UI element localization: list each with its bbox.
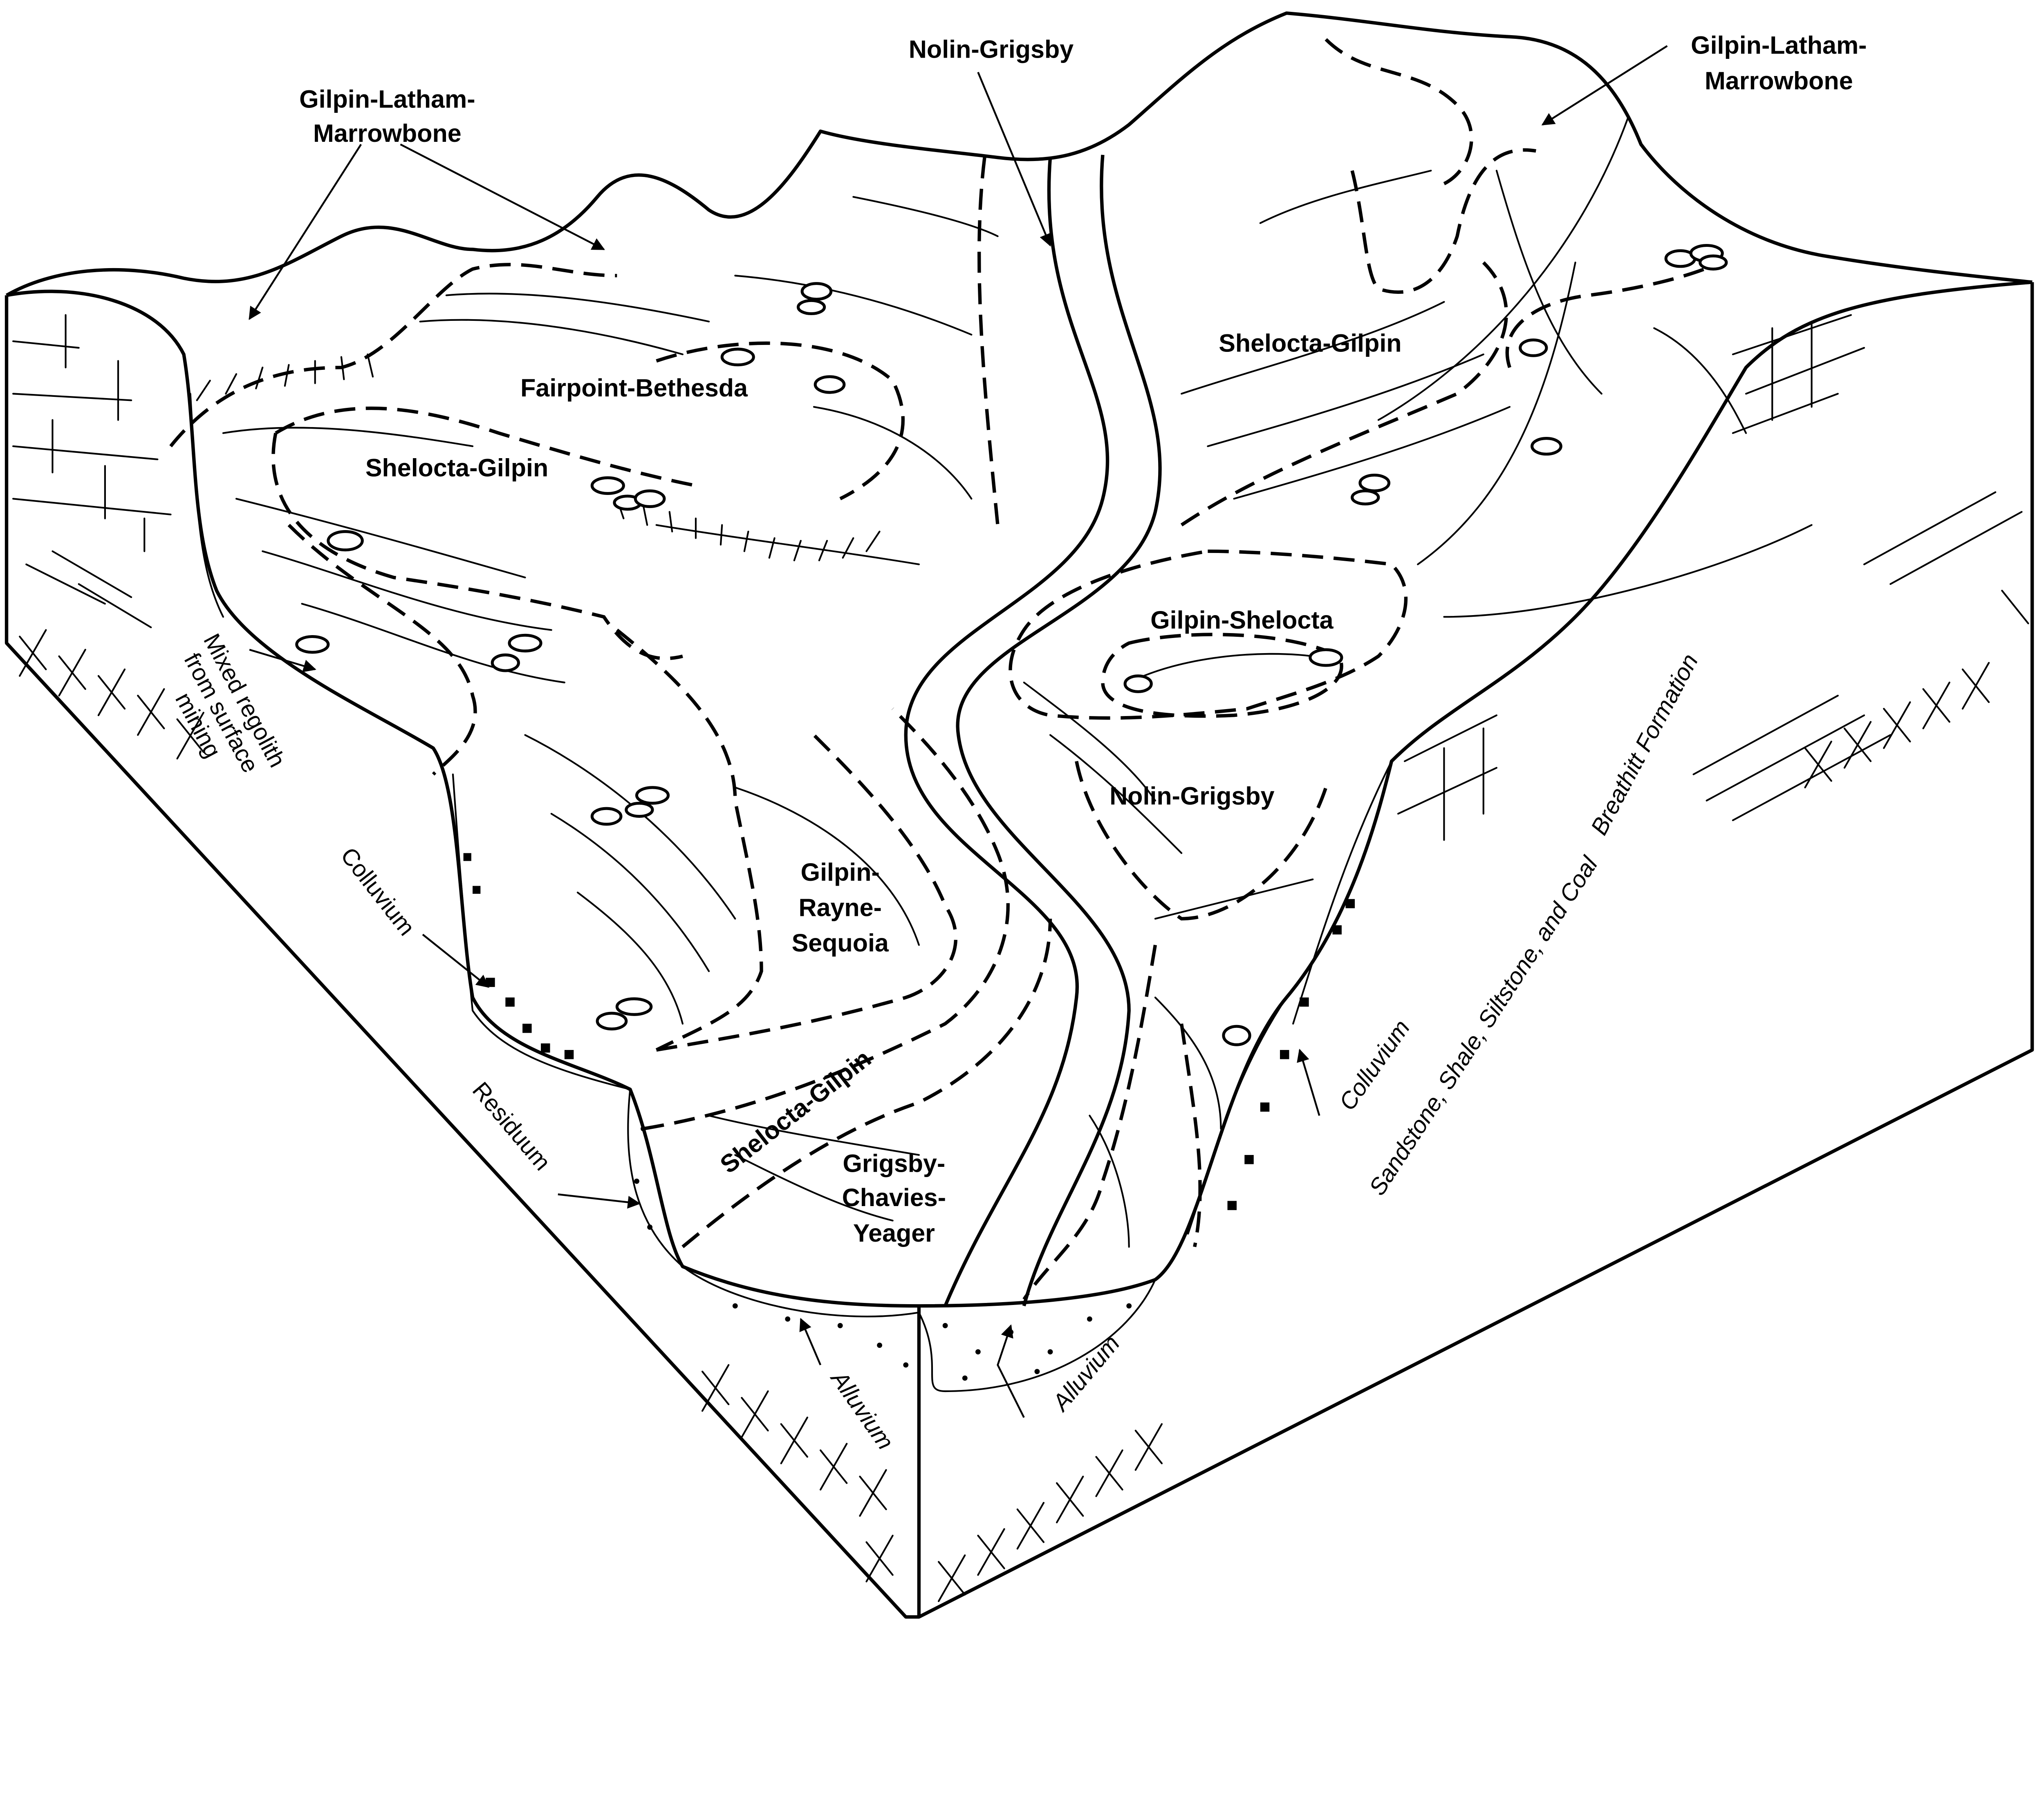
label-gilpin-latham-left-2: Marrowbone [313, 119, 462, 147]
label-grigsby-chavies-yeager-1: Grigsby- [843, 1150, 945, 1177]
label-gilpin-latham-right-2: Marrowbone [1705, 67, 1853, 94]
right-face-strata [937, 314, 2029, 1602]
soil-block-diagram: Gilpin-Latham- Marrowbone Nolin-Grigsby … [4, 11, 2034, 1619]
label-grigsby-chavies-yeager-2: Chavies- [842, 1184, 946, 1211]
label-alluvium-right: Alluvium [1047, 1330, 1125, 1417]
label-alluvium-left: Alluvium [825, 1365, 899, 1455]
block-outline [4, 11, 2034, 1619]
label-gilpin-rayne-sequoia-1: Gilpin- [801, 858, 880, 886]
left-face-strata [12, 314, 894, 1582]
label-shelocta-gilpin-right: Shelocta-Gilpin [1219, 329, 1401, 357]
label-residuum: Residuum [467, 1077, 556, 1175]
label-breathitt-formation: Breathitt Formation [1586, 650, 1703, 839]
rock-outcrops [295, 244, 1728, 1046]
leader-lines [249, 45, 1668, 1418]
soil-boundaries [169, 38, 1721, 1300]
label-colluvium-right: Colluvium [1334, 1015, 1415, 1115]
label-gilpin-latham-right-1: Gilpin-Latham- [1691, 31, 1867, 59]
streams [904, 117, 1813, 1307]
label-fairpoint-bethesda: Fairpoint-Bethesda [520, 374, 748, 402]
label-gilpin-rayne-sequoia-3: Sequoia [792, 929, 889, 957]
deposit-marks [463, 853, 1355, 1381]
label-gilpin-latham-left-1: Gilpin-Latham- [299, 85, 475, 113]
label-gilpin-shelocta: Gilpin-Shelocta [1150, 606, 1334, 634]
label-nolin-grigsby-middle: Nolin-Grigsby [1109, 782, 1274, 810]
label-shelocta-gilpin-left: Shelocta-Gilpin [365, 454, 548, 482]
label-grigsby-chavies-yeager-3: Yeager [853, 1219, 935, 1247]
label-gilpin-rayne-sequoia-2: Rayne- [799, 893, 882, 921]
material-labels: Mixed regolith from surface mining Collu… [170, 629, 1703, 1455]
label-colluvium-left: Colluvium [335, 843, 420, 940]
label-nolin-grigsby-top: Nolin-Grigsby [909, 35, 1074, 63]
